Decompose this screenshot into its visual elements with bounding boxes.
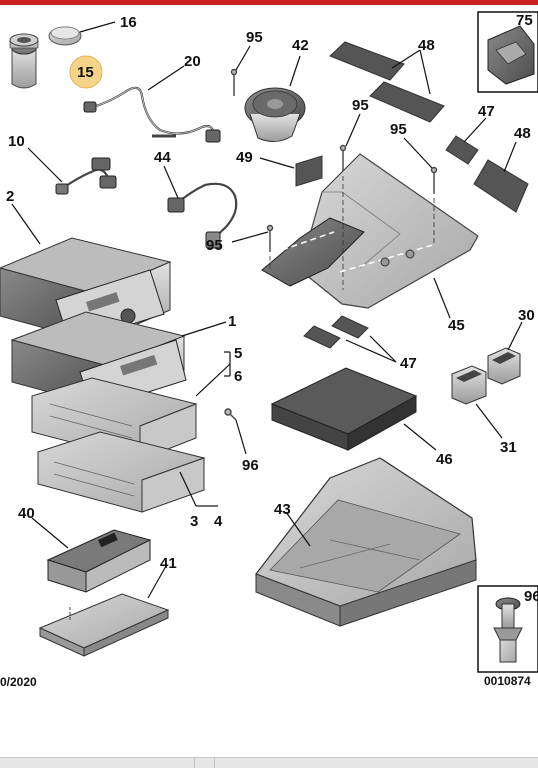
screw-95-top-right bbox=[430, 166, 438, 194]
screw-96 bbox=[224, 408, 237, 421]
screw-95-top-middle bbox=[339, 144, 347, 172]
part-10-cable bbox=[55, 157, 117, 195]
callout-44[interactable]: 44 bbox=[154, 149, 171, 166]
callout-4[interactable]: 4 bbox=[214, 513, 223, 530]
date-code: 0/2020 bbox=[0, 675, 37, 689]
callout-15[interactable]: 15 bbox=[77, 64, 94, 81]
part-5-6-chassis bbox=[31, 377, 198, 461]
callout-95[interactable]: 95 bbox=[206, 237, 223, 254]
part-46-mat bbox=[270, 367, 418, 451]
callout-40[interactable]: 40 bbox=[18, 505, 35, 522]
callout-48[interactable]: 48 bbox=[514, 125, 531, 142]
callout-95[interactable]: 95 bbox=[390, 121, 407, 138]
callout-95[interactable]: 95 bbox=[352, 97, 369, 114]
part-47-pads bbox=[303, 135, 479, 349]
callout-2[interactable]: 2 bbox=[6, 188, 14, 205]
part-45-bracket bbox=[261, 153, 479, 309]
callout-43[interactable]: 43 bbox=[274, 501, 291, 518]
part-40-module bbox=[46, 529, 152, 593]
part-20-cable bbox=[83, 86, 221, 143]
inset-box-96 bbox=[477, 585, 538, 673]
callout-48[interactable]: 48 bbox=[418, 37, 435, 54]
toolbar-segment[interactable] bbox=[0, 758, 195, 768]
bottom-toolbar-strip bbox=[0, 757, 538, 768]
top-accent-bar bbox=[0, 0, 538, 5]
part-41-tray bbox=[38, 593, 170, 657]
screw-95-top-left bbox=[230, 68, 238, 96]
part-49-pad bbox=[295, 155, 323, 187]
part-30-switch bbox=[487, 347, 521, 385]
toolbar-segment[interactable] bbox=[194, 758, 215, 768]
callout-41[interactable]: 41 bbox=[160, 555, 177, 572]
callout-47[interactable]: 47 bbox=[478, 103, 495, 120]
callout-46[interactable]: 46 bbox=[436, 451, 453, 468]
callout-6[interactable]: 6 bbox=[234, 368, 242, 385]
callout-45[interactable]: 45 bbox=[448, 317, 465, 334]
inset-box-75 bbox=[477, 11, 538, 93]
callout-95[interactable]: 95 bbox=[246, 29, 263, 46]
callout-16[interactable]: 16 bbox=[120, 14, 137, 31]
part-42-speaker bbox=[244, 87, 306, 142]
callout-30[interactable]: 30 bbox=[518, 307, 535, 324]
callout-75[interactable]: 75 bbox=[516, 12, 533, 29]
callout-labels: 16 15 20 95 42 48 75 95 95 47 48 10 44 4… bbox=[6, 12, 538, 605]
part-44-harness bbox=[167, 182, 238, 249]
callout-10[interactable]: 10 bbox=[8, 133, 25, 150]
part-48-strips bbox=[329, 41, 529, 213]
callout-49[interactable]: 49 bbox=[236, 149, 253, 166]
reference-code: 0010874 bbox=[484, 674, 531, 688]
callout-15-highlight bbox=[69, 55, 103, 89]
callout-47[interactable]: 47 bbox=[400, 355, 417, 372]
part-16-cap bbox=[48, 26, 82, 46]
callout-96[interactable]: 96 bbox=[524, 588, 538, 605]
callout-1[interactable]: 1 bbox=[228, 313, 236, 330]
callout-3[interactable]: 3 bbox=[190, 513, 198, 530]
part-31-switch bbox=[451, 365, 487, 405]
part-15-socket bbox=[9, 33, 39, 89]
leader-lines bbox=[11, 21, 523, 599]
callout-5[interactable]: 5 bbox=[234, 345, 242, 362]
screw-95-left bbox=[266, 224, 274, 252]
part-43-tray bbox=[255, 457, 477, 627]
callout-42[interactable]: 42 bbox=[292, 37, 309, 54]
callout-31[interactable]: 31 bbox=[500, 439, 517, 456]
callout-96[interactable]: 96 bbox=[242, 457, 259, 474]
part-3-4-chassis bbox=[37, 431, 206, 513]
callout-20[interactable]: 20 bbox=[184, 53, 201, 70]
